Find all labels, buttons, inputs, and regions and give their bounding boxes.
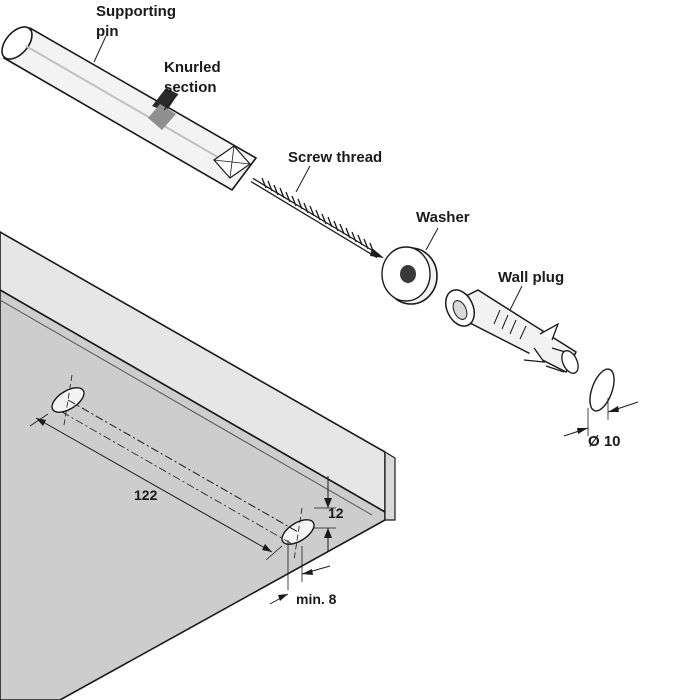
hole-centre-line-lower — [61, 411, 293, 545]
diameter-label: Ø 10 — [588, 433, 621, 450]
dimension-min-edge: min. 8 — [269, 540, 337, 607]
label-washer: Washer — [416, 209, 470, 226]
pin-end-face — [1, 26, 33, 60]
label-wall-plug: Wall plug — [498, 269, 564, 286]
label-screw-thread: Screw thread — [288, 149, 382, 166]
plug-barbs — [523, 322, 573, 373]
leader-wall-plug — [509, 285, 523, 311]
leader-washer — [425, 227, 439, 251]
screw-thread — [250, 177, 384, 259]
washer-hole — [400, 265, 416, 283]
leader-lines — [93, 35, 523, 311]
dimension-min8-label: min. 8 — [296, 591, 337, 607]
dimension-12-label: 12 — [328, 505, 344, 521]
leader-supporting-pin — [93, 35, 107, 63]
plug-body — [461, 289, 577, 374]
dimension-height: 12 — [314, 476, 344, 552]
washer — [381, 246, 438, 305]
shelf — [0, 231, 396, 700]
label-supporting-pin-line2: pin — [96, 23, 119, 40]
shelf-edge-line — [0, 299, 373, 516]
part-labels: Supporting pin Knurled section Screw thr… — [96, 3, 564, 286]
hole-centre-line — [67, 399, 299, 533]
plug-ribs — [493, 309, 527, 340]
screw-tip — [370, 248, 384, 258]
shelf-front-face — [0, 289, 386, 700]
label-knurled-line1: Knurled — [164, 59, 221, 76]
pin-body — [2, 26, 258, 192]
diameter-detail: Ø 10 — [563, 368, 639, 450]
pin-highlight — [25, 45, 241, 171]
supporting-pin — [1, 26, 258, 192]
wall-plug — [444, 289, 579, 374]
dimension-122-label: 122 — [134, 487, 158, 503]
screw-coils — [261, 177, 374, 252]
leader-knurled — [163, 93, 179, 111]
dimension-spacing: 122 — [29, 413, 283, 561]
label-knurled-line2: section — [164, 79, 217, 96]
knurled-band-shade — [148, 104, 176, 130]
label-supporting-pin-line1: Supporting — [96, 3, 176, 20]
drill-holes — [51, 374, 315, 561]
diameter-hole — [589, 368, 615, 412]
drill-hole-right — [281, 519, 315, 545]
leader-screw-thread — [295, 165, 311, 193]
shelf-side-face — [384, 450, 396, 521]
